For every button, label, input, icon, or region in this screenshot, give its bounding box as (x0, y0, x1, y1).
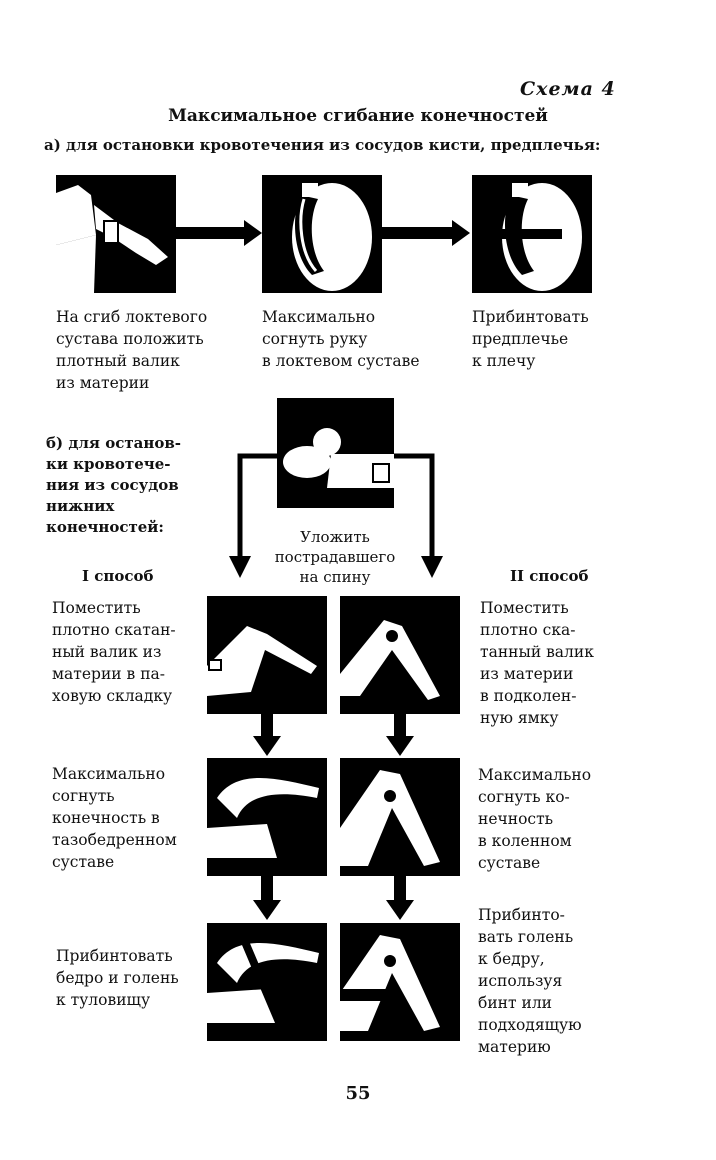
arrow-m1-1-2 (253, 714, 281, 756)
section-b-heading: б) для останов-ки кровотече-ния из сосуд… (46, 434, 181, 536)
arrow-m2-1-2 (386, 714, 414, 756)
method-1-label: I способ (82, 567, 154, 585)
illustration-arm-bandaged (472, 175, 592, 293)
illustration-arm-flexed (262, 175, 382, 293)
illustration-knee-bandaged (340, 923, 460, 1041)
page-title: Максимальное сгибание конечностей (168, 106, 548, 126)
illustration-lying-patient (277, 398, 394, 508)
arrow-a1-to-a2 (176, 220, 262, 246)
section-a-heading: а) для остановки кровотечения из сосудов… (44, 136, 601, 154)
arrow-m2-2-3 (386, 876, 414, 920)
arrow-a2-to-a3 (382, 220, 470, 246)
illustration-knee-pad (340, 596, 460, 714)
illustration-knee-flexed (340, 758, 460, 876)
illustration-hip-bandaged (207, 923, 327, 1041)
method-2-label: II способ (510, 567, 589, 585)
page-number: 55 (345, 1083, 371, 1104)
arrow-m1-2-3 (253, 876, 281, 920)
illustration-groin-pad (207, 596, 327, 714)
schema-label: Схема 4 (520, 78, 616, 100)
illustration-hip-flexed (207, 758, 327, 876)
illustration-arm-pad (56, 175, 176, 293)
